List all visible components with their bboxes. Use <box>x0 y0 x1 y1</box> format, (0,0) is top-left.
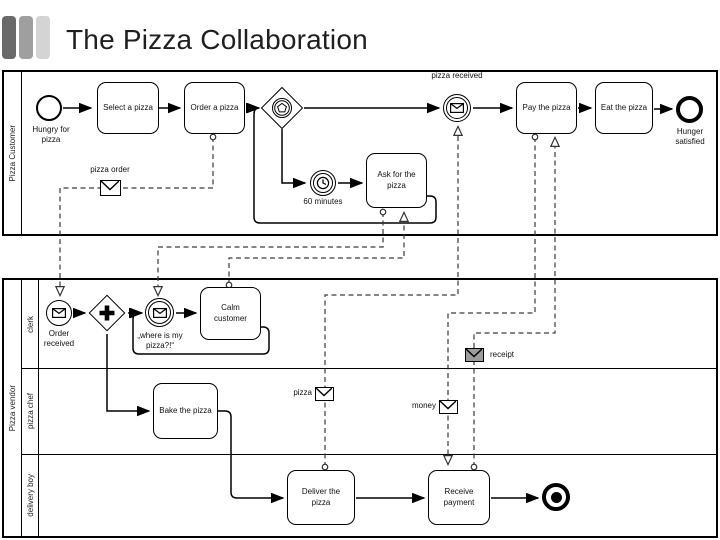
receipt-envelope-icon <box>465 348 484 362</box>
end-event-payment-received <box>542 483 570 511</box>
deco-square-light <box>36 16 50 59</box>
message-catch-event-pizza-received <box>443 94 471 122</box>
envelope-icon <box>450 103 464 113</box>
envelope-icon <box>52 308 66 318</box>
task-calm-customer: Calm customer <box>200 287 261 340</box>
money-envelope-icon <box>439 400 458 414</box>
lane-clerk: clerk <box>22 280 716 369</box>
task-ask-for-the-pizza: Ask for the pizza <box>366 153 427 208</box>
hunger-satisfied-label: Hunger satisfied <box>675 127 705 146</box>
task-select-a-pizza: Select a pizza <box>97 82 159 134</box>
task-deliver-the-pizza: Deliver the pizza <box>287 470 355 525</box>
message-catch-event-where-pizza <box>145 298 174 327</box>
pizza-received-label: pizza received <box>431 71 483 80</box>
pizza-message-label: pizza <box>293 388 312 397</box>
deco-square-mid <box>19 16 33 59</box>
timer-event <box>310 170 336 196</box>
envelope-icon <box>152 307 167 318</box>
where-pizza-label: „where is my pizza?!“ <box>137 331 183 350</box>
task-order-a-pizza: Order a pizza <box>184 82 245 134</box>
lane-delivery-boy-label: delivery boy <box>25 474 35 517</box>
money-message-label: money <box>411 401 436 410</box>
pizza-order-envelope-icon <box>100 180 121 196</box>
lane-pizza-chef-label: pizza chef <box>25 393 35 430</box>
task-pay-the-pizza: Pay the pizza <box>516 82 577 134</box>
receipt-message-label: receipt <box>490 350 515 359</box>
end-event-hunger-satisfied <box>676 96 703 123</box>
pool-pizza-customer-header: Pizza Customer <box>4 72 22 234</box>
event-based-gateway-icon <box>270 96 294 120</box>
lane-delivery-boy: delivery boy <box>22 455 716 536</box>
task-receive-payment: Receive payment <box>428 470 490 525</box>
clock-icon <box>316 176 330 190</box>
parallel-gateway-plus-icon <box>96 302 118 324</box>
start-event-hungry-label: Hungry for pizza <box>32 125 70 144</box>
timer-label: 60 minutes <box>303 197 343 206</box>
message-start-event-order-received <box>46 300 72 326</box>
terminate-dot <box>550 491 562 503</box>
page-title: The Pizza Collaboration <box>66 24 368 55</box>
pizza-envelope-icon <box>315 387 334 401</box>
task-bake-the-pizza: Bake the pizza <box>153 383 218 439</box>
pool-pizza-customer-label: Pizza Customer <box>8 124 17 182</box>
lane-pizza-chef: pizza chef <box>22 369 716 455</box>
pizza-order-label: pizza order <box>90 165 130 174</box>
pool-pizza-vendor-label: Pizza vendor <box>8 384 17 432</box>
order-received-label: Order received <box>43 329 75 348</box>
task-eat-the-pizza: Eat the pizza <box>595 82 653 134</box>
pool-pizza-vendor-header: Pizza vendor <box>4 280 22 536</box>
deco-square-dark <box>2 16 16 59</box>
start-event-hungry <box>36 95 62 121</box>
title-decoration <box>2 16 50 59</box>
vendor-lanes: clerk pizza chef delivery boy <box>22 280 716 536</box>
